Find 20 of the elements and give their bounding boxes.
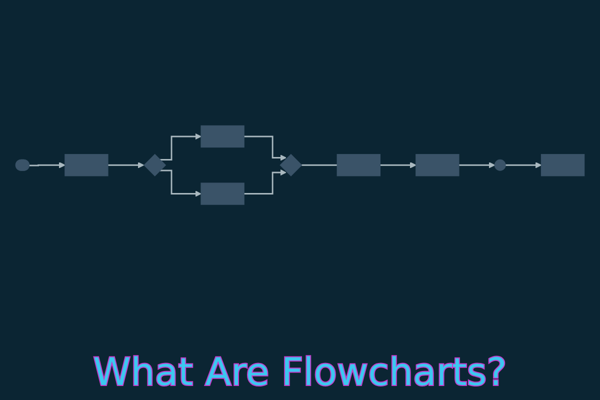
node-circle (494, 159, 506, 171)
node-box (200, 125, 244, 148)
arrow (108, 162, 144, 168)
node-box (200, 182, 244, 205)
connector (301, 164, 338, 166)
arrow (458, 162, 496, 168)
node-box (64, 154, 108, 176)
arrow (380, 162, 416, 168)
node-diamond (144, 154, 166, 176)
node-diamond (280, 154, 302, 176)
arrow (244, 169, 286, 194)
arrow (244, 136, 286, 161)
arrow (160, 170, 202, 197)
node-box (416, 154, 460, 176)
arrow (160, 133, 202, 160)
node-box (540, 154, 585, 176)
node-box (336, 154, 380, 176)
title: What Are Flowcharts? (92, 350, 508, 394)
arrow (30, 162, 66, 168)
arrow (505, 162, 542, 168)
